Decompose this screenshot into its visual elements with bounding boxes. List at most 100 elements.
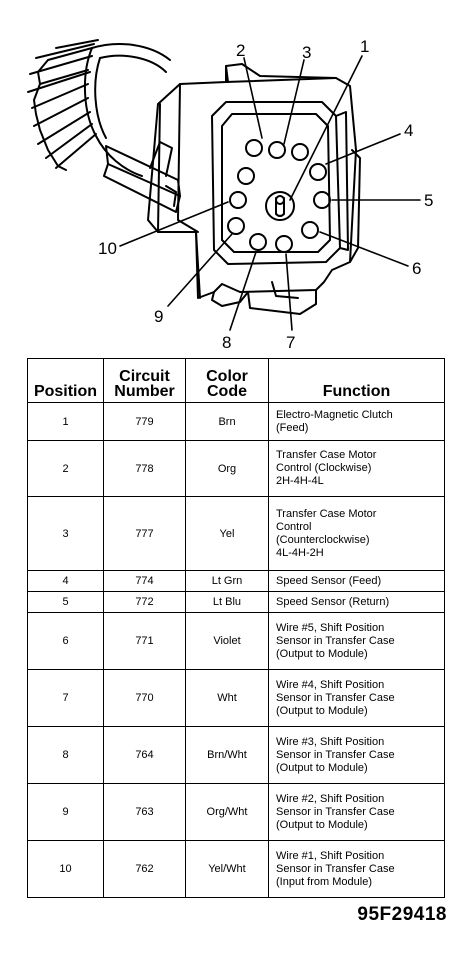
cell-position: 10 [27,840,104,898]
function-line: (Input from Module) [276,875,372,888]
callout-10: 10 [98,239,117,258]
cell-color-code: Brn/Wht [185,726,269,784]
cell-color-code: Violet [185,612,269,670]
cell-circuit-number: 777 [103,496,186,571]
function-line: (Output to Module) [276,647,368,660]
function-line: (Output to Module) [276,704,368,717]
function-line: (Feed) [276,421,309,434]
cell-color-code: Yel [185,496,269,571]
callout-8: 8 [222,333,231,352]
function-line: Wire #2, Shift Position [276,792,385,805]
function-line: Sensor in Transfer Case [276,748,395,761]
header-color-code: Color Code [185,358,269,403]
function-line: Wire #3, Shift Position [276,735,385,748]
connector-diagram: 1 2 3 4 5 6 7 8 9 10 [27,37,433,352]
function-line: Transfer Case Motor [276,449,377,461]
leader-lines [119,55,421,331]
function-line: Sensor in Transfer Case [276,634,395,647]
function-line: 2H-4H-4L [276,475,324,487]
cell-position: 9 [27,783,104,841]
cell-circuit-number: 772 [103,591,186,613]
callout-3: 3 [302,43,311,62]
callout-1: 1 [360,37,369,56]
function-line: Wire #4, Shift Position [276,678,385,691]
cell-circuit-number: 778 [103,440,186,497]
function-line: Control (Clockwise) [276,462,372,474]
connector-face [211,101,349,265]
header-position: Position [27,358,104,403]
cell-position: 6 [27,612,104,670]
cell-color-code: Org [185,440,269,497]
function-line: Sensor in Transfer Case [276,862,395,875]
cell-position: 1 [27,402,104,441]
cell-position: 5 [27,591,104,613]
wire-bundle [27,39,99,171]
connector-housing [147,63,361,315]
cell-circuit-number: 771 [103,612,186,670]
function-line: Control [276,520,312,533]
function-line: Wire #1, Shift Position [276,849,385,862]
function-line: Speed Sensor (Return) [276,595,390,608]
function-line: Wire #5, Shift Position [276,621,385,634]
function-line: (Output to Module) [276,818,368,831]
cell-color-code: Lt Blu [185,591,269,613]
function-line: Transfer Case Motor [276,507,377,520]
callout-2: 2 [236,41,245,60]
pin-assignment-table: Position Circuit Number Color Code Funct… [27,358,445,898]
cell-color-code: Brn [185,402,269,441]
cell-color-code: Wht [185,669,269,727]
cell-function: Speed Sensor (Return) [268,591,445,613]
callout-5: 5 [424,191,433,210]
pin-cavities [227,139,331,253]
function-line: (Counterclockwise) [276,533,370,546]
cell-function: Speed Sensor (Feed) [268,570,445,592]
connector-rear-shell [84,43,171,177]
cell-color-code: Yel/Wht [185,840,269,898]
cell-circuit-number: 764 [103,726,186,784]
cell-color-code: Org/Wht [185,783,269,841]
callout-6: 6 [412,259,421,278]
cell-color-code: Lt Grn [185,570,269,592]
cell-circuit-number: 774 [103,570,186,592]
function-line: 4L-4H-2H [276,546,324,559]
cell-position: 8 [27,726,104,784]
header-function: Function [268,358,445,403]
cell-position: 4 [27,570,104,592]
cell-position: 3 [27,496,104,571]
function-line: Electro-Magnetic Clutch [276,408,393,421]
function-line: Sensor in Transfer Case [276,805,395,818]
cell-position: 7 [27,669,104,727]
part-number: 95F29418 [357,904,447,925]
cell-function: Electro-Magnetic Clutch(Feed) [268,402,445,441]
callout-4: 4 [404,121,413,140]
table-header-row: Position Circuit Number Color Code Funct… [27,358,445,403]
cell-circuit-number: 770 [103,669,186,727]
cell-circuit-number: 762 [103,840,186,898]
cell-circuit-number: 779 [103,402,186,441]
cell-circuit-number: 763 [103,783,186,841]
cell-position: 2 [27,440,104,497]
function-line: Speed Sensor (Feed) [276,574,382,587]
function-line: Sensor in Transfer Case [276,691,395,704]
header-circuit-number: Circuit Number [103,358,186,403]
function-line: (Output to Module) [276,761,368,774]
callout-9: 9 [154,307,163,326]
callout-7: 7 [286,333,295,352]
